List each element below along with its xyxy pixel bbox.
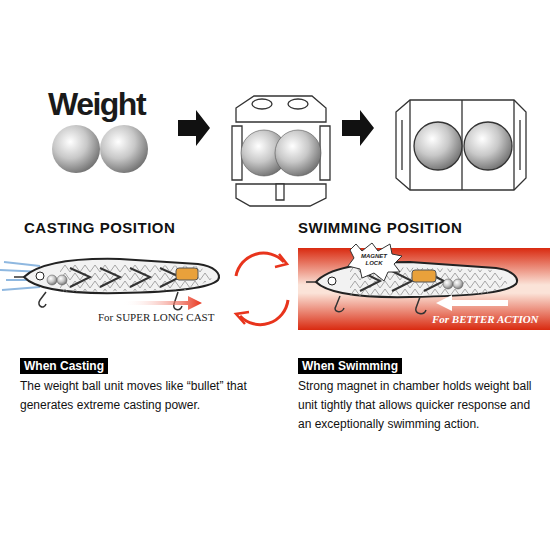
weight-ball: [52, 125, 100, 173]
section-heading: CASTING POSITION: [24, 219, 175, 236]
magnet-lock-burst: MAGNET LOCK: [357, 253, 391, 267]
weight-ball: [100, 125, 148, 173]
caption-tag: For BETTER ACTION: [432, 313, 539, 325]
swimming-lure: [306, 243, 517, 314]
swimming-panel: [298, 248, 550, 330]
weight-title: Weight: [48, 86, 145, 123]
body-text: Strong magnet in chamber holds weight ba…: [298, 377, 546, 434]
section-heading: SWIMMING POSITION: [298, 219, 462, 236]
tag-box: When Casting: [20, 358, 108, 374]
caption-tag: For SUPER LONG CAST: [98, 311, 214, 323]
body-text: The weight ball unit moves like “bullet”…: [20, 377, 278, 415]
weight-cage-open: [232, 96, 330, 206]
tag-text: When Swimming: [298, 358, 402, 374]
weight-cage-closed: [396, 100, 526, 190]
tag-box: When Swimming: [298, 358, 402, 374]
rotation-arrows: [236, 253, 288, 325]
block-arrow: [342, 110, 374, 146]
block-arrow: [178, 110, 210, 146]
casting-lure: [0, 259, 219, 310]
tag-text: When Casting: [20, 358, 108, 374]
